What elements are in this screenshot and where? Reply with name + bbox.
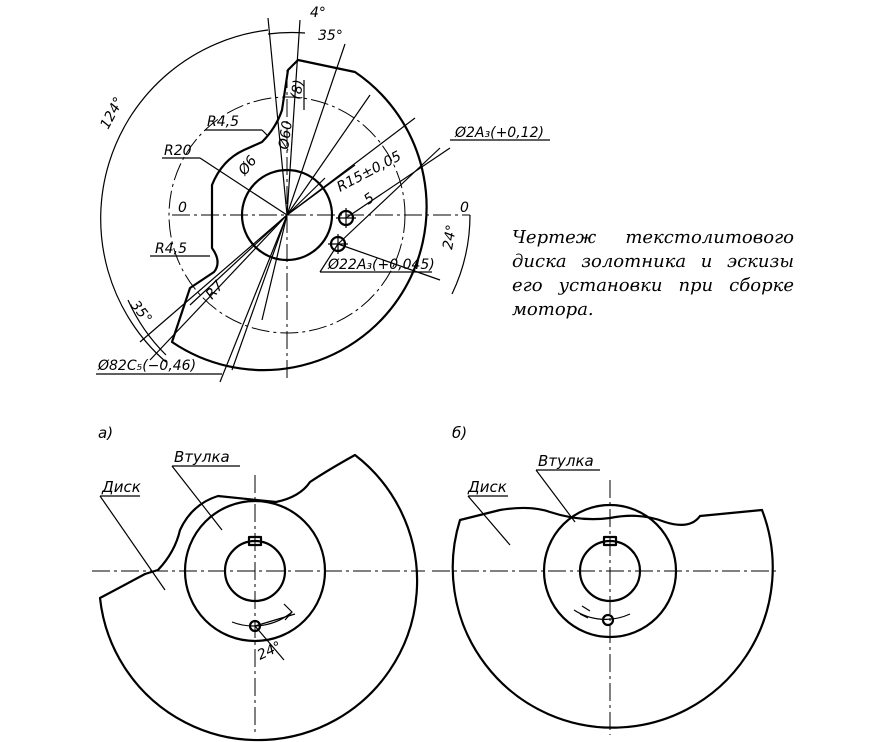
dia-82-label: Ø82С₅(−0,46)	[97, 358, 196, 374]
sketch-a-tag: а)	[98, 424, 113, 442]
sketch-a-disk-label: Диск	[101, 478, 141, 496]
sketch-a-bushing	[183, 499, 327, 643]
sketch-b-tag: б)	[452, 424, 467, 442]
angle-124-label: 124°	[97, 95, 127, 132]
disk-outline	[170, 58, 428, 372]
ref-8-label: (8)	[288, 78, 307, 100]
angle-124-arc	[100, 29, 269, 363]
sketch-a-bushing-label: Втулка	[174, 448, 230, 466]
sketch-a-angle-label: 24°	[255, 639, 284, 664]
hub-hole	[240, 168, 334, 262]
dia-2a3-label: Ø2А₃(+0,12)	[454, 125, 544, 141]
angle-35-top-label: 35°	[318, 28, 343, 44]
sketch-a: а) Диск Втулка 24°	[92, 424, 425, 742]
sketch-b-bushing-label: Втулка	[538, 452, 594, 470]
figure-caption: Чертеж текстолитового диска золотника и …	[512, 227, 794, 320]
dia-22-label: Ø22А₃(+0,045)	[327, 257, 435, 273]
sketch-b-disk-outline	[451, 506, 774, 729]
main-disk-drawing: 4° 35° 124° (8) Ø60 R4,5 R20 Ø6 R15±0,05…	[96, 5, 550, 383]
r15-pitch-circle	[168, 96, 406, 334]
angle-24-right-label: 24°	[440, 223, 460, 250]
angle-4-label: 4°	[310, 5, 326, 21]
angle-4-35-arc	[267, 31, 306, 35]
sketch-a-disk-outline	[98, 453, 419, 742]
zero-right-label: 0	[460, 200, 469, 216]
sketch-b-hub-hole	[578, 539, 642, 603]
r45-top-label: R4,5	[207, 114, 239, 130]
sketch-b-bushing	[542, 503, 678, 639]
dia-6-label: Ø6	[235, 153, 261, 179]
sketch-b: б) Диск Втулка	[432, 424, 780, 735]
dia-60-label: Ø60	[276, 120, 296, 152]
sketch-a-hub-hole	[223, 539, 287, 603]
sketch-b-disk-label: Диск	[467, 478, 507, 496]
angle-35-bottom-arc	[127, 299, 167, 356]
r45-bottom-label: R4,5	[155, 241, 187, 257]
r20-label: R20	[164, 143, 192, 159]
sketch-b-pin-hole	[601, 613, 615, 627]
zero-left-label: 0	[178, 200, 187, 216]
